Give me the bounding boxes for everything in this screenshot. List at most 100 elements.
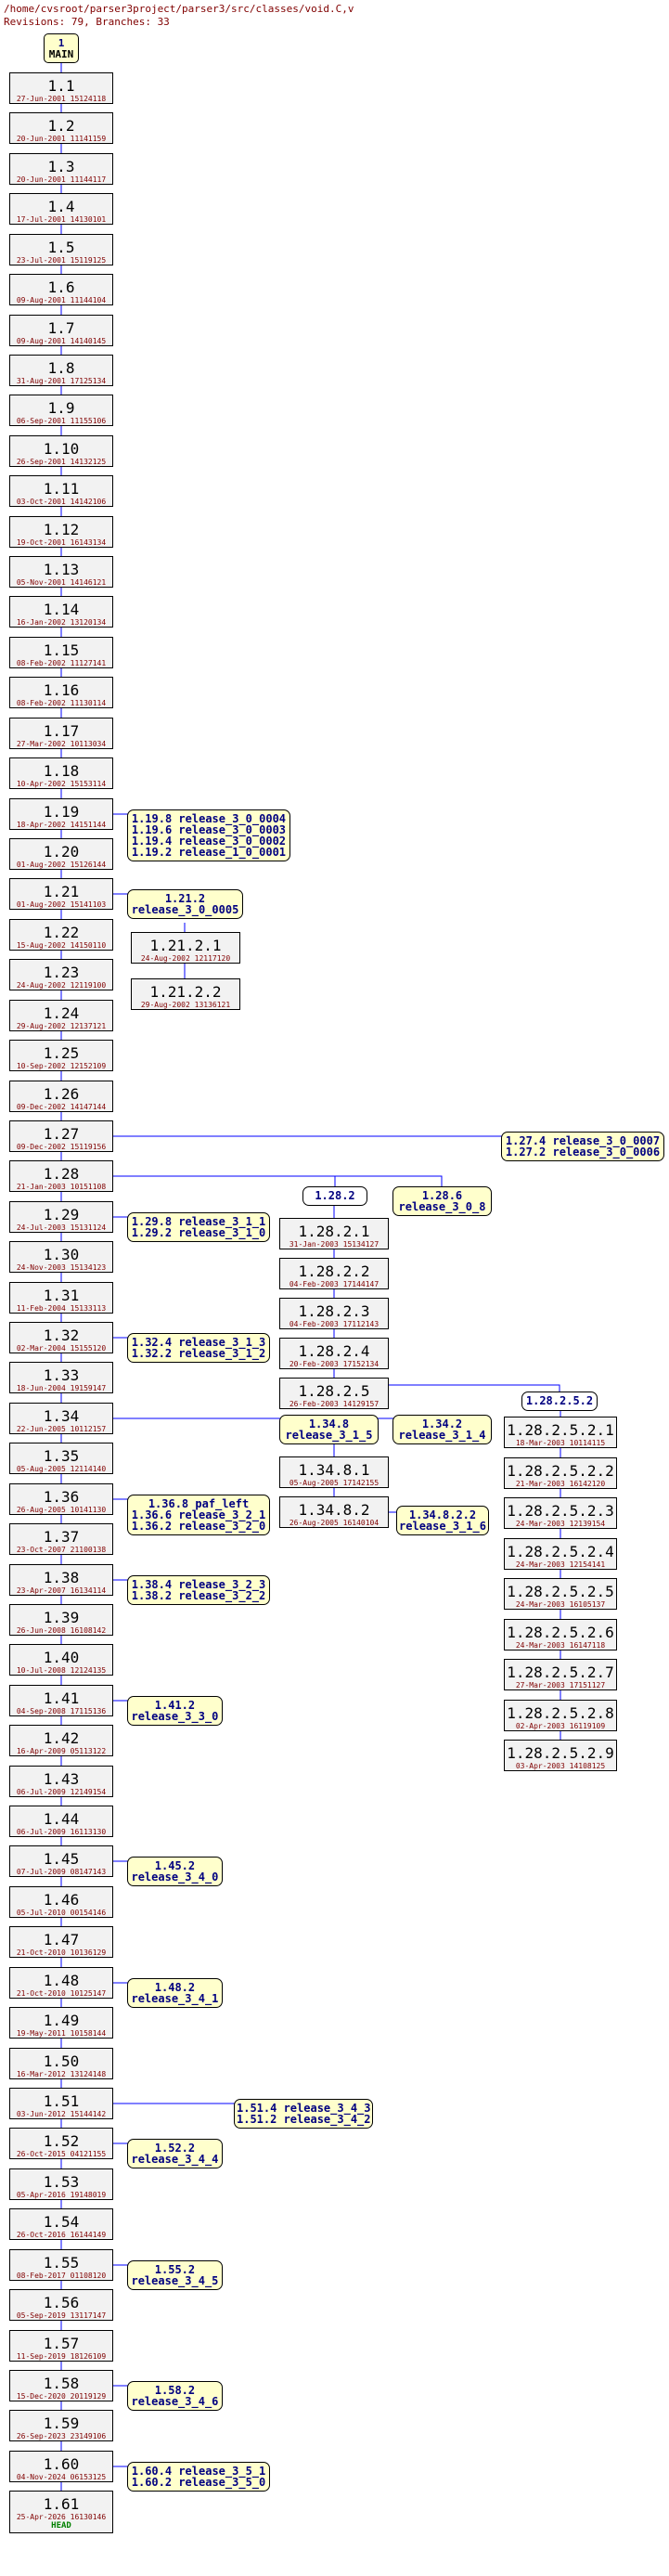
revision-number: 1.31 [43,1287,80,1304]
revision-date: 06-Jul-2009 12149154 [16,1788,107,1796]
revision-number: 1.10 [43,440,80,458]
revision-number: 1.28.2.3 [298,1302,370,1320]
branch-label: 1.28.2.5.2 [521,1392,598,1411]
revision-date: 05-Nov-2001 14146121 [16,578,107,587]
revision-date: 09-Aug-2001 11144104 [16,296,107,304]
revision-number: 1.19 [43,803,80,821]
revision-date: 04-Feb-2003 17144147 [289,1280,380,1288]
revision-date: 02-Mar-2004 15155120 [16,1344,107,1353]
revision-date: 19-Oct-2001 16143134 [16,538,107,547]
revision-date: 09-Dec-2002 15119156 [16,1143,107,1151]
tag-label: 1.19.2 release_1_0_0001 [131,846,287,859]
revision-number: 1.4 [47,198,75,215]
revision-number: 1.21.2.1 [149,937,222,954]
revision-number: 1.61 [43,2495,80,2513]
tag-label: release_3_0_8 [398,1200,486,1213]
revision-number: 1.56 [43,2294,80,2311]
revision-number: 1.15 [43,641,80,659]
revision-number: 1.36 [43,1488,80,1506]
revision-date: 27-Mar-2003 17151127 [515,1681,606,1689]
revision-number: 1.45 [43,1850,80,1868]
revision-date: 29-Aug-2002 13136121 [140,1001,231,1009]
revision-number: 1.32 [43,1327,80,1344]
branch-label: 1.28.2 [302,1186,367,1206]
revision-number: 1.50 [43,2052,80,2070]
revision-date: 18-Mar-2003 10114115 [515,1439,606,1447]
tag-label: 1.29.2 release_3_1_0 [131,1226,266,1239]
revision-date: 05-Apr-2016 19148019 [16,2191,107,2199]
tag-label: 1.19.6 release_3_0_0003 [131,823,287,836]
revision-date: 06-Sep-2001 11155106 [16,417,107,425]
revision-number: 1.7 [47,319,75,337]
revision-number: 1.54 [43,2213,80,2231]
revision-number: 1.5 [47,239,75,256]
revision-date: 20-Feb-2003 17152134 [289,1360,380,1368]
revision-number: 1.6 [47,278,75,296]
revision-number: 1.30 [43,1246,80,1263]
revision-date: 04-Nov-2024 06153125 [16,2473,107,2481]
revision-date: 31-Jan-2003 15134127 [289,1240,380,1249]
revision-date: 25-Apr-2026 16130146 [16,2513,107,2521]
connector-line [113,1175,443,1186]
revision-number: 1.28.2.5.2.6 [507,1624,614,1641]
tag-label: release_3_4_5 [131,2274,219,2287]
tag-label: 1.38.4 release_3_2_3 [131,1578,266,1591]
tag-label: 1.19.8 release_3_0_0004 [131,812,287,825]
revision-date: 06-Jul-2009 16113130 [16,1828,107,1836]
tag-label: 1.19.4 release_3_0_0002 [131,835,287,848]
revision-date: 07-Jul-2009 08147143 [16,1868,107,1876]
revision-number: 1.22 [43,924,80,941]
revision-number: 1.42 [43,1729,80,1747]
revision-date: 26-Sep-2023 23149106 [16,2432,107,2440]
revision-date: 31-Aug-2001 17125134 [16,377,107,385]
revision-number: 1.28.2.5.2.1 [507,1421,614,1439]
tag-label: 1.36.6 release_3_2_1 [131,1508,266,1521]
revision-date: 20-Jun-2001 11141159 [16,135,107,143]
tag-label: release_3_4_0 [131,1871,219,1883]
revision-date: 08-Feb-2017 01108120 [16,2272,107,2280]
revision-number: 1.43 [43,1770,80,1788]
revision-number: 1.41 [43,1689,80,1707]
revision-date: 27-Jun-2001 15124118 [16,95,107,103]
head-label: HEAD [51,2521,71,2531]
tag-label: 1.52.2 [154,2142,196,2155]
revision-number: 1.28.2.2 [298,1262,370,1280]
connector-line [389,1384,560,1392]
revision-date: 10-Sep-2002 12152109 [16,1062,107,1070]
revision-date: 04-Feb-2003 17112143 [289,1320,380,1328]
revision-date: 03-Oct-2001 14142106 [16,498,107,506]
revision-number: 1.35 [43,1447,80,1465]
revision-number: 1.34.8.2 [298,1501,370,1519]
revision-date: 05-Aug-2005 17142155 [289,1479,380,1487]
revision-date: 16-Apr-2009 05113122 [16,1747,107,1755]
revision-number: 1.49 [43,2012,80,2029]
